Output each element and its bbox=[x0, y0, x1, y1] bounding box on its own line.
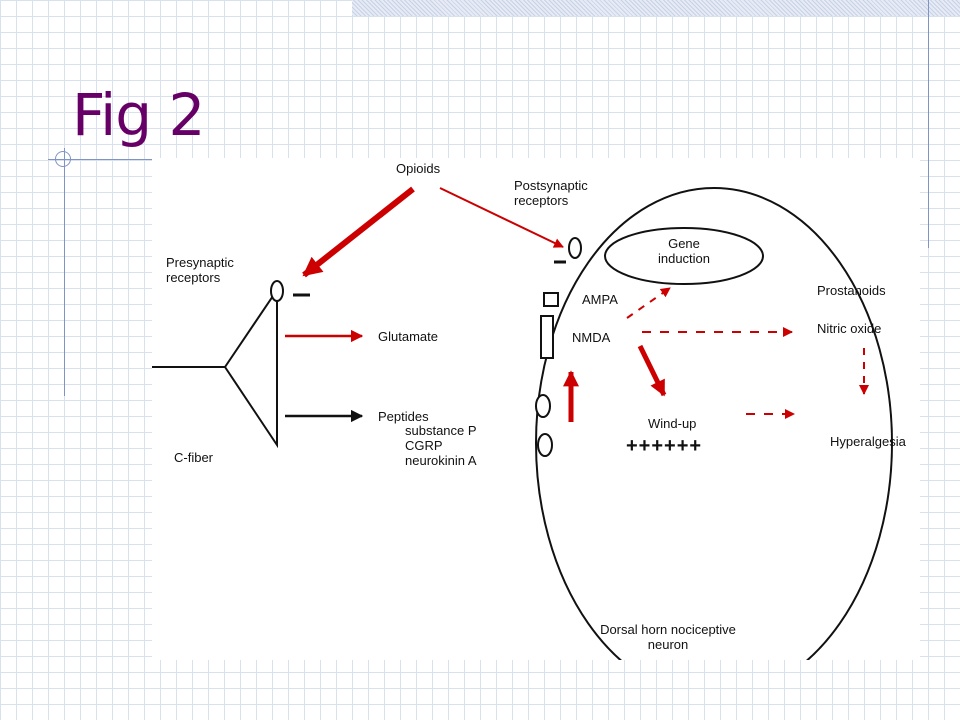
wind-up-plus-marks: ++++++ bbox=[626, 435, 703, 457]
peptides-label: Peptides bbox=[378, 409, 429, 424]
gene-induction-outline bbox=[604, 227, 764, 285]
ampa-receptor-shape bbox=[543, 292, 559, 307]
opioid-to-postsynaptic-arrow bbox=[439, 187, 564, 248]
peptide-list-label: substance P CGRP neurokinin A bbox=[405, 423, 477, 468]
title-underline-rule bbox=[48, 159, 232, 160]
ampa-label: AMPA bbox=[582, 292, 618, 307]
slide-title: Fig 2 bbox=[72, 81, 205, 149]
opioids-label: Opioids bbox=[396, 161, 441, 176]
nmda-receptor-shape bbox=[540, 315, 554, 359]
nmda-to-gene-induction-arrow bbox=[626, 287, 671, 319]
right-accent-rule bbox=[928, 0, 929, 248]
opioid-to-presynaptic-arrow bbox=[302, 186, 415, 278]
nitric-oxide-label: Nitric oxide bbox=[817, 321, 882, 336]
pain-pathway-diagram bbox=[152, 186, 893, 660]
presynaptic-receptor-shape bbox=[270, 280, 284, 302]
neuron-label: Dorsal horn nociceptive neuron bbox=[600, 622, 736, 652]
postsynaptic-receptor-shape bbox=[568, 237, 582, 259]
top-decorative-band bbox=[352, 0, 960, 16]
figure-panel: Opioids Postsynaptic receptors Presynapt… bbox=[152, 158, 920, 660]
peptide-receptor-shape-2 bbox=[537, 433, 553, 457]
hyperalgesia-label: Hyperalgesia bbox=[830, 434, 906, 449]
gene-induction-label: Gene induction bbox=[657, 236, 711, 266]
neuron-body-outline bbox=[535, 187, 893, 660]
title-target-circle bbox=[55, 151, 71, 167]
postsynaptic-receptors-label: Postsynaptic receptors bbox=[514, 178, 588, 208]
nmda-to-windup-arrow bbox=[637, 344, 667, 397]
prostanoids-label: Prostanoids bbox=[817, 283, 886, 298]
c-fiber-terminal-shape bbox=[224, 286, 278, 449]
peptide-receptor-shape-1 bbox=[535, 394, 551, 418]
c-fiber-label: C-fiber bbox=[174, 450, 214, 465]
left-accent-rule bbox=[64, 148, 65, 396]
nmda-label: NMDA bbox=[572, 330, 611, 345]
presynaptic-receptors-label: Presynaptic receptors bbox=[166, 255, 234, 285]
glutamate-label: Glutamate bbox=[378, 329, 438, 344]
wind-up-label: Wind-up bbox=[648, 416, 697, 431]
